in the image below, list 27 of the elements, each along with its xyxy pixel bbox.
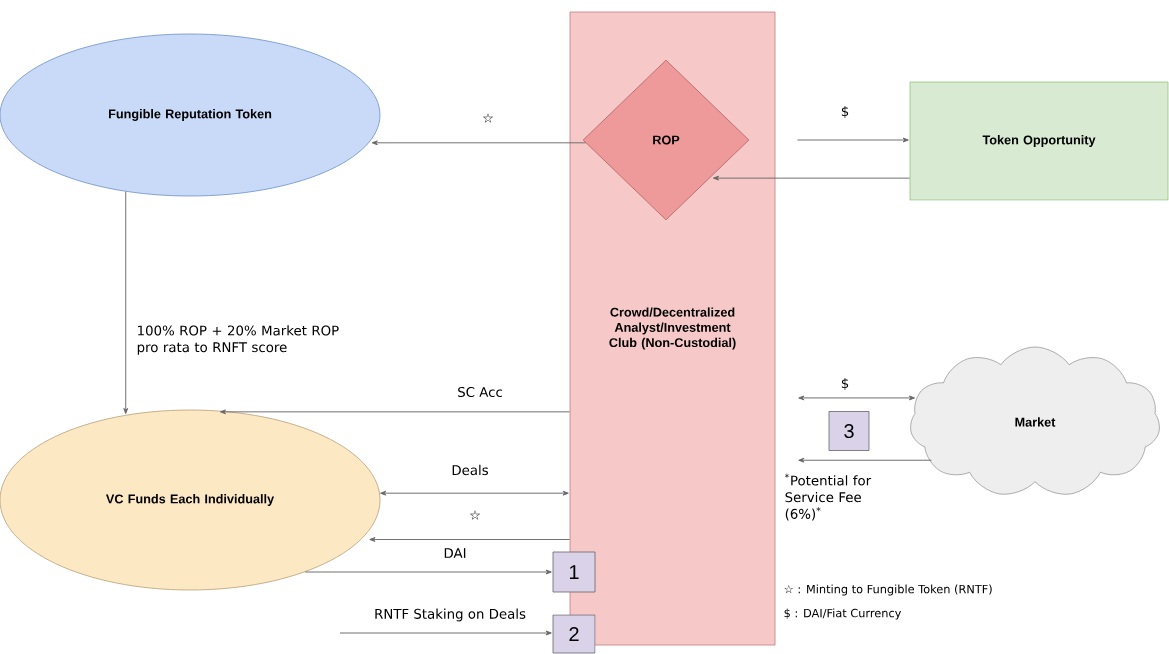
legend-entry: ☆ : Minting to Fungible Token (RNTF) (784, 584, 992, 596)
arrow (380, 490, 569, 496)
edge-label: $ (841, 105, 849, 119)
arrow (712, 175, 911, 181)
arrow (339, 630, 552, 636)
edge-label: DAI (444, 548, 466, 558)
arrow (796, 137, 909, 143)
edge-label: RNTF Staking on Deals (375, 608, 526, 622)
edge-label: $^{*}$Potential for Service Fee (6%)$^{*}$ (784, 473, 872, 521)
edge-label: $ (841, 377, 849, 391)
arrow (123, 191, 129, 415)
edge-label: ☆ (469, 510, 481, 520)
arrow (369, 537, 571, 542)
edge-label: Deals (452, 464, 488, 476)
process-box: Token Opportunity (909, 81, 1169, 201)
arrow (371, 140, 586, 146)
edge-label: ☆ (482, 113, 494, 123)
arrow (219, 409, 571, 415)
process-box: 3 (828, 411, 870, 451)
arrow (798, 457, 932, 463)
arrow (304, 569, 552, 575)
arrow (798, 395, 915, 401)
legend-entry: $ : DAI/Fiat Currency (784, 608, 902, 620)
process-box: 1 (552, 551, 596, 593)
process-box: 2 (552, 614, 596, 654)
edge-label: SC Acc (458, 386, 502, 398)
edge-label: 100% ROP + 20% Market ROP pro rata to RNFT score (137, 325, 339, 355)
